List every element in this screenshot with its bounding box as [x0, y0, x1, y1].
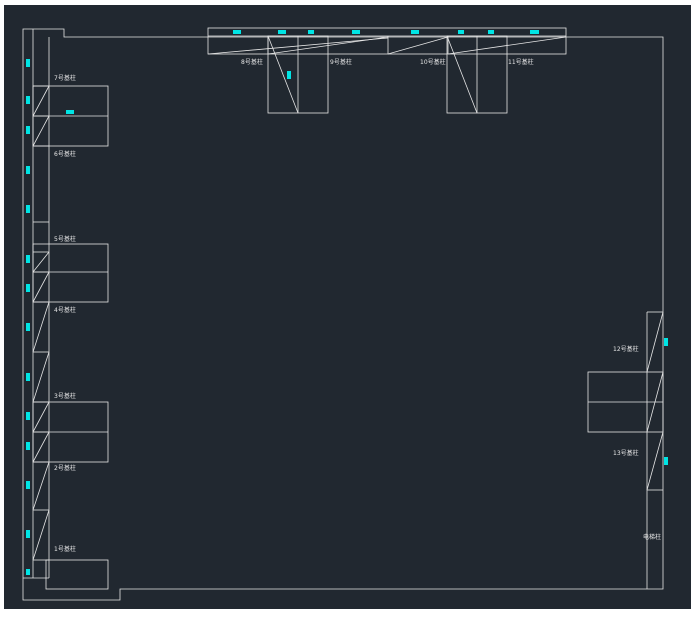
label-stair-column: 电梯柱 — [643, 533, 661, 541]
marker — [664, 457, 668, 465]
marker — [26, 205, 30, 213]
label-column-13: 13号基柱 — [613, 449, 639, 457]
marker — [26, 412, 30, 420]
marker — [26, 323, 30, 331]
label-column-3: 3号基柱 — [54, 392, 76, 400]
marker — [233, 30, 241, 34]
marker — [26, 442, 30, 450]
label-column-12: 12号基柱 — [613, 345, 639, 353]
marker — [26, 284, 30, 292]
marker — [26, 569, 30, 575]
label-column-1: 1号基柱 — [54, 545, 76, 553]
marker — [488, 30, 494, 34]
label-column-5: 5号基柱 — [54, 235, 76, 243]
label-column-7: 7号基柱 — [54, 74, 76, 82]
label-column-9: 9号基柱 — [330, 58, 352, 66]
building-outline — [22, 28, 664, 601]
marker — [26, 373, 30, 381]
label-column-4: 4号基柱 — [54, 306, 76, 314]
cad-drawing-canvas[interactable]: 7号基柱 6号基柱 5号基柱 4号基柱 3号基柱 2号基柱 1号基柱 8号基柱 … — [4, 5, 691, 609]
marker — [26, 126, 30, 134]
label-column-10: 10号基柱 — [420, 58, 446, 66]
marker — [26, 530, 30, 538]
marker — [287, 71, 291, 79]
top-beam — [207, 27, 567, 55]
marker — [411, 30, 419, 34]
marker — [352, 30, 360, 34]
label-column-11: 11号基柱 — [508, 58, 534, 66]
marker — [66, 110, 74, 114]
marker — [26, 255, 30, 263]
column-block-1 — [45, 559, 109, 590]
floor-plan: 7号基柱 6号基柱 5号基柱 4号基柱 3号基柱 2号基柱 1号基柱 8号基柱 … — [22, 27, 668, 601]
marker — [26, 59, 30, 67]
marker — [664, 338, 668, 346]
marker — [530, 30, 539, 34]
label-column-8: 8号基柱 — [241, 58, 263, 66]
marker — [26, 96, 30, 104]
marker — [308, 30, 314, 34]
column-block-4-5 — [32, 243, 109, 303]
label-column-6: 6号基柱 — [54, 150, 76, 158]
marker — [26, 481, 30, 489]
marker — [26, 166, 30, 174]
marker — [458, 30, 464, 34]
marker — [278, 30, 286, 34]
label-column-2: 2号基柱 — [54, 464, 76, 472]
